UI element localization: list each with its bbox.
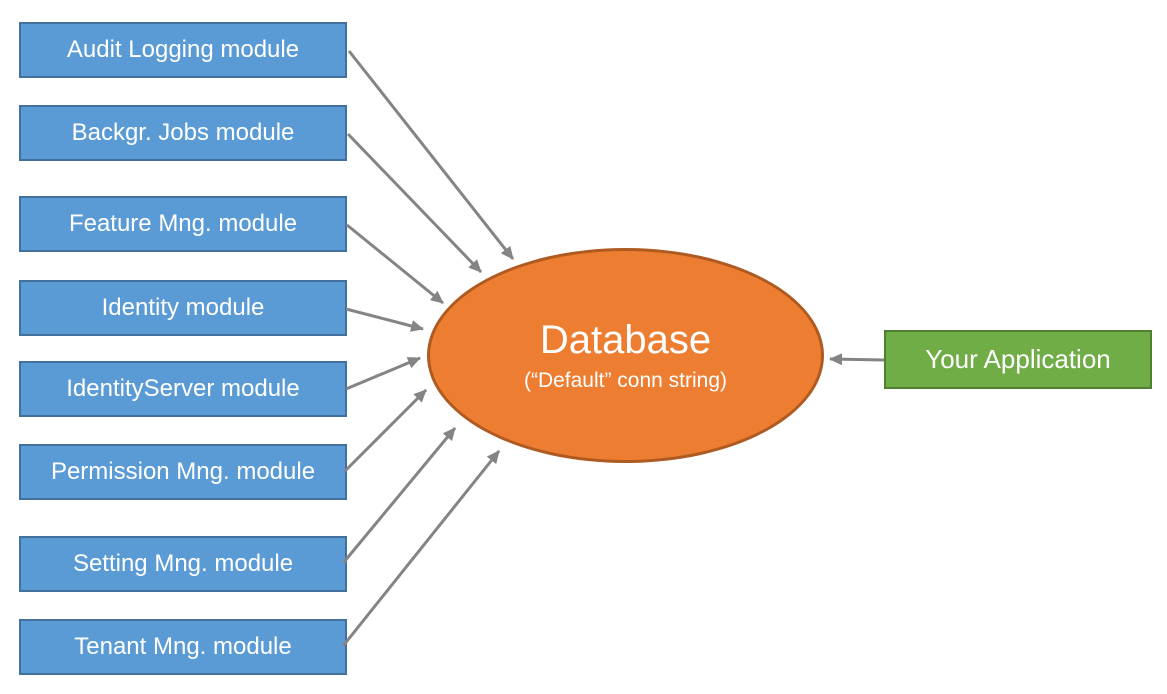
module-box-permission-mng: Permission Mng. module (19, 444, 347, 500)
arrow-backgr-jobs-to-database (346, 132, 483, 274)
arrow-identity-to-database (345, 307, 424, 332)
arrow-feature-mng-to-database (346, 223, 444, 305)
your-application-label: Your Application (925, 344, 1111, 374)
module-label: Identity module (101, 294, 265, 321)
module-box-backgr-jobs: Backgr. Jobs module (19, 105, 347, 161)
module-label: Audit Logging module (66, 36, 300, 63)
arrow-application-to-database (829, 353, 885, 366)
arrow-permission-mng-to-database (343, 388, 428, 473)
arrow-audit-logging-to-database (347, 50, 515, 260)
module-box-identity: Identity module (19, 280, 347, 336)
database-ellipse: Database (“Default” conn string) (427, 248, 824, 463)
arrow-setting-mng-to-database (342, 427, 457, 563)
database-conn-string: (“Default” conn string) (523, 368, 728, 392)
module-label: Feature Mng. module (68, 210, 298, 237)
module-label: Tenant Mng. module (74, 633, 292, 660)
module-box-setting-mng: Setting Mng. module (19, 536, 347, 592)
database-title: Database (539, 317, 712, 362)
module-box-tenant-mng: Tenant Mng. module (19, 619, 347, 675)
your-application-box: Your Application (884, 330, 1152, 389)
module-box-identityserver: IdentityServer module (19, 361, 347, 417)
arrow-identityserver-to-database (345, 356, 421, 391)
module-label: Permission Mng. module (50, 458, 316, 485)
module-box-audit-logging: Audit Logging module (19, 22, 347, 78)
module-label: IdentityServer module (66, 375, 300, 402)
module-label: Backgr. Jobs module (71, 119, 295, 146)
module-label: Setting Mng. module (72, 550, 294, 577)
arrow-tenant-mng-to-database (341, 450, 501, 647)
module-box-feature-mng: Feature Mng. module (19, 196, 347, 252)
